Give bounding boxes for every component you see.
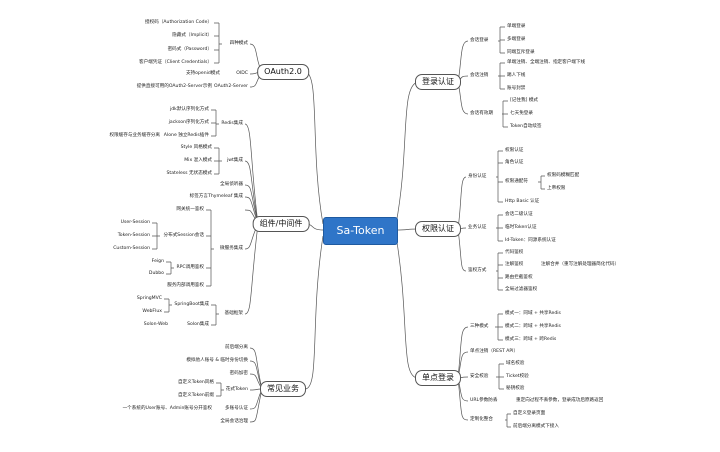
auth-item[interactable]: 路由拦截鉴权 [505,275,533,280]
comp-subitem[interactable]: Token-Session [117,233,150,238]
common-item[interactable]: 全局会话治理 [220,419,248,424]
comp-base[interactable]: 基础框架 [224,311,243,316]
section-sso[interactable]: 单点登录 [415,370,461,386]
section-auth[interactable]: 权限认证 [415,221,461,237]
comp-listener[interactable]: 全局侦听器 [220,182,243,187]
sso-group-2[interactable]: 单点注销（REST API） [470,349,519,354]
comp-item[interactable]: RPC调用鉴权 [176,265,204,270]
section-common[interactable]: 常见业务 [260,381,306,397]
login-item[interactable]: Token自动续签 [510,124,542,129]
auth-item[interactable]: Id-Token：同源系统认证 [505,238,556,243]
root-node[interactable]: Sa-Token [323,217,398,245]
section-login[interactable]: 登录认证 [415,74,461,90]
oauth-item[interactable]: 客户端凭证（Client Credentials） [139,60,212,65]
login-item[interactable]: 账号封禁 [507,86,526,91]
comp-subitem[interactable]: Feign [151,259,164,264]
login-item[interactable]: 七天免登录 [510,111,533,116]
auth-item[interactable]: 代码鉴权 [505,250,524,255]
oauth-group-1[interactable]: 四种模式 [229,41,248,46]
login-item[interactable]: 踢人下线 [507,73,526,78]
common-note[interactable]: 一个系统的User账号、Admin账号分开鉴权 [122,406,212,411]
auth-item[interactable]: 角色认证 [505,160,524,165]
oauth-item[interactable]: 授权码（Authorization Code） [145,20,212,25]
auth-item[interactable]: 权限通配符 [505,179,528,184]
sso-item[interactable]: 模式二：跨域 + 共享Redis [505,324,561,329]
oauth-item[interactable]: 密码式（Password） [167,47,212,52]
sso-group-1[interactable]: 三种模式 [470,324,489,329]
sso-group-4[interactable]: URL参数防丢 [470,398,498,403]
auth-group-3[interactable]: 鉴权方式 [468,268,487,273]
common-item[interactable]: 模拟他人账号 & 临时身份切换 [186,358,248,363]
comp-item[interactable]: Stateless 无状态模式 [166,171,212,176]
comp-note[interactable]: 权限缓存与业务缓存分离 [109,133,160,138]
sso-item[interactable]: 前后端分离模式下接入 [513,424,559,429]
oauth-group-3[interactable]: OAuth2-Server [214,84,248,89]
comp-micro[interactable]: 微服务集成 [220,246,243,251]
common-item[interactable]: 前后端分离 [225,345,248,350]
login-item[interactable]: 同端互斥登录 [507,50,535,55]
common-item[interactable]: 多账号认证 [225,406,248,411]
sso-item[interactable]: 自定义登录页面 [513,411,546,416]
common-subitem[interactable]: 自定义Token风格 [177,380,214,385]
comp-item[interactable]: Mix 混入模式 [184,158,212,163]
sso-item[interactable]: 模式一：同域 + 共享Redis [505,311,561,316]
sso-item[interactable]: 秘钥校验 [506,386,525,391]
auth-group-1[interactable]: 身份认证 [468,174,487,179]
comp-subitem[interactable]: Solon-Web [143,322,168,327]
comp-subitem[interactable]: SpringMVC [136,296,162,301]
sso-item[interactable]: 域名校验 [506,361,525,366]
auth-group-2[interactable]: 业务认证 [468,225,487,230]
comp-item[interactable]: Solon集成 [187,322,209,327]
comp-subitem[interactable]: Custom-Session [113,246,150,251]
login-item[interactable]: [记住我] 模式 [510,98,539,103]
auth-note[interactable]: 注解合并（重写注解处理器简化代码） [541,262,620,267]
auth-item[interactable]: Http Basic 认证 [505,199,540,204]
common-item[interactable]: 花式Token [225,387,248,392]
comp-item[interactable]: SpringBoot集成 [174,302,209,307]
comp-thymeleaf[interactable]: Thymeleaf 集成 [208,194,243,199]
sso-group-3[interactable]: 安全校验 [470,374,489,379]
oauth-group-2[interactable]: OIDC [236,71,248,76]
comp-item[interactable]: 服务内部调用鉴权 [167,283,204,288]
comp-subitem[interactable]: WebFlux [142,309,162,314]
comp-item[interactable]: jackson序列化方式 [168,120,209,125]
section-oauth[interactable]: OAuth2.0 [257,64,309,80]
login-group-2[interactable]: 会话注销 [470,73,489,78]
auth-subitem[interactable]: 上帝权限 [547,186,566,191]
comp-item[interactable]: 网关统一鉴权 [176,207,204,212]
comp-redis[interactable]: Redis集成 [221,121,243,126]
comp-subitem[interactable]: Dubbo [148,271,164,276]
login-group-3[interactable]: 会话有效期 [470,111,493,116]
login-item[interactable]: 单端登录 [507,24,526,29]
auth-item[interactable]: 临时Token认证 [505,225,537,230]
auth-item[interactable]: 全局过滤器鉴权 [505,287,538,292]
login-item[interactable]: 单端注销、全端注销、指定客户端下线 [507,60,586,65]
comp-item[interactable]: Style 风格模式 [180,145,212,150]
common-subitem[interactable]: 自定义Token前缀 [177,393,214,398]
comp-item[interactable]: Alone 独立Redis插件 [163,133,209,138]
oauth-item[interactable]: 提供直接可用的OAuth2-Server示例 [136,84,212,89]
sso-note[interactable]: 重定向过程不丢参数，登录成功后原路返回 [516,398,604,403]
sso-group-5[interactable]: 定制化整合 [470,417,493,422]
comp-jwt[interactable]: jwt集成 [226,158,243,163]
comp-item[interactable]: 分布式Session会话 [163,233,205,238]
auth-item[interactable]: 会话二级认证 [505,212,533,217]
oauth-item[interactable]: 支持openid模式 [185,71,220,76]
oauth-item[interactable]: 隐藏式（Implicit） [172,33,212,38]
comp-item[interactable]: jdk默认序列化方式 [169,107,209,112]
section-components[interactable]: 组件/中间件 [252,216,310,232]
auth-item[interactable]: 权限认证 [505,148,524,153]
auth-item[interactable]: 注解鉴权 [505,262,524,267]
auth-subitem[interactable]: 权限码模糊匹配 [547,173,580,178]
sso-item[interactable]: 模式三：跨域 + 跨Redis [505,337,557,342]
sso-item[interactable]: Ticket校验 [506,374,529,379]
login-group-1[interactable]: 会话登录 [470,38,489,43]
login-item[interactable]: 多端登录 [507,37,526,42]
common-item[interactable]: 密码加密 [229,371,248,376]
comp-subitem[interactable]: User-Session [120,220,150,225]
comp-dialect[interactable]: 标签方言 [189,194,208,199]
